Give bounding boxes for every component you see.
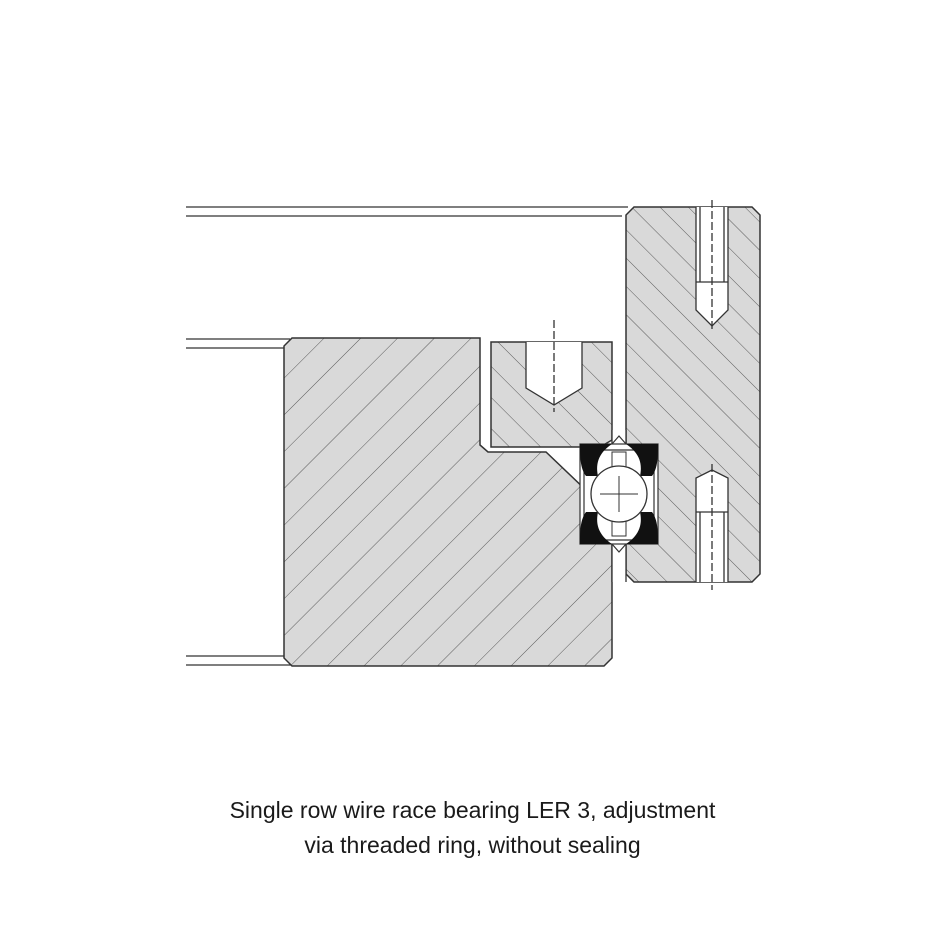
wire-race-bottom-right	[626, 512, 658, 544]
outer-ring-extension-lines	[186, 206, 628, 217]
outer-ring-bolt-hole-bottom	[695, 464, 729, 590]
set-screw-hole	[525, 320, 583, 412]
outer-ring-bolt-hole-top	[695, 200, 729, 330]
wire-race-top-left	[580, 444, 612, 476]
raceway-assembly	[579, 435, 659, 553]
inner-ring-extension-lines	[186, 338, 292, 666]
caption-line-1: Single row wire race bearing LER 3, adju…	[229, 797, 716, 823]
wire-race-bottom-left	[580, 512, 612, 544]
inner-ring-section	[283, 337, 613, 667]
wire-race-top-right	[626, 444, 658, 476]
caption-line-2: via threaded ring, without sealing	[304, 832, 641, 858]
